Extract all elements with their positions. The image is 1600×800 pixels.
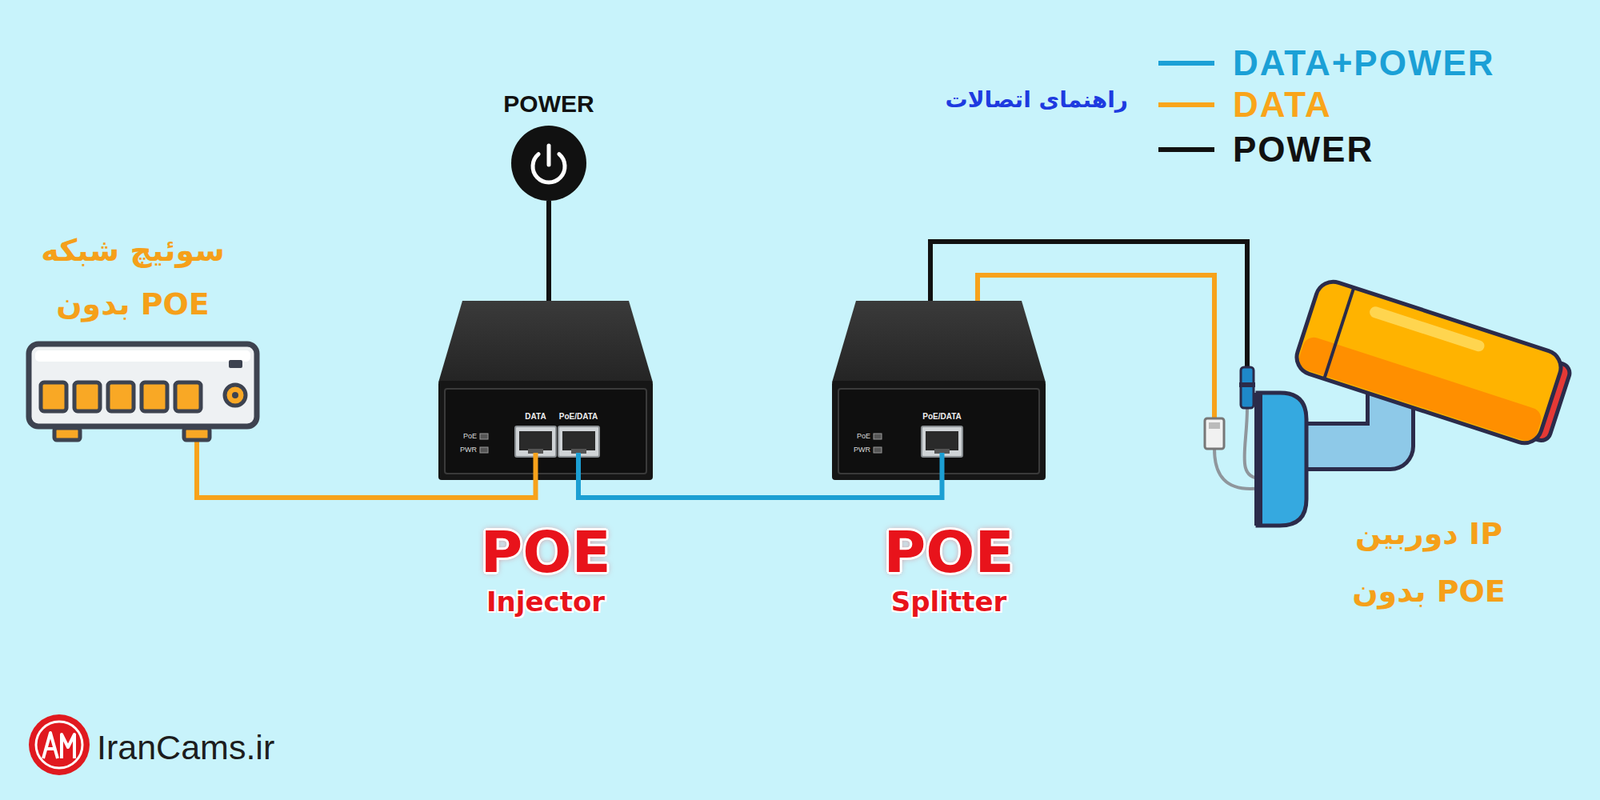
camera-illustration-part xyxy=(1208,422,1220,429)
power-source: POWER xyxy=(484,84,613,201)
switch-illustration-part xyxy=(175,382,201,412)
legend-line xyxy=(1158,42,1215,84)
injector-illustration-part xyxy=(519,431,552,451)
power-icon-part xyxy=(511,125,587,201)
logo-mark-part xyxy=(36,721,83,768)
led-label: PoE xyxy=(856,431,871,441)
switch-illustration-part xyxy=(40,382,67,412)
poe-splitter: PoE/DATAPoEPWRPOESplitter xyxy=(832,300,1046,480)
legend-row: DATA+POWER xyxy=(1158,42,1496,84)
camera-illustration-part-part xyxy=(1292,276,1565,448)
splitter-illustration-part xyxy=(925,431,959,451)
device-title: POE xyxy=(883,523,1014,581)
legend-text: DATA xyxy=(1232,84,1332,126)
switch-illustration-part xyxy=(224,384,246,406)
led-label: PWR xyxy=(460,444,477,455)
camera-illustration-part xyxy=(1212,288,1217,420)
camera-illustration-part xyxy=(1240,367,1254,408)
legend-text: DATA+POWER xyxy=(1232,42,1496,84)
splitter-illustration-part xyxy=(832,380,1046,480)
camera-illustration-part xyxy=(1244,288,1250,368)
switch-illustration-part xyxy=(28,344,257,427)
port-label: PoE/DATA xyxy=(922,412,962,422)
legend-row: POWER xyxy=(1158,128,1374,171)
power-cable xyxy=(930,241,1248,301)
legend-line xyxy=(1158,84,1215,126)
injector-illustration-part xyxy=(480,447,488,453)
switch-illustration-part xyxy=(108,382,134,412)
switch-illustration-part xyxy=(74,382,100,412)
camera-illustration-part xyxy=(1214,448,1261,489)
led-label: PWR xyxy=(853,444,871,455)
legend-text: POWER xyxy=(1232,128,1374,171)
port-label: PoE/DATA xyxy=(559,412,599,422)
legend-line xyxy=(1158,128,1215,171)
legend-line-sample xyxy=(1158,102,1215,108)
legend-line-sample xyxy=(1158,147,1215,152)
power-icon xyxy=(511,125,587,201)
injector-illustration-part xyxy=(480,433,488,440)
camera-illustration-part xyxy=(1257,392,1307,526)
port-label: DATA xyxy=(524,412,546,422)
camera-illustration-part-part xyxy=(1324,288,1354,377)
switch-illustration-part xyxy=(228,360,243,368)
legend-line-sample xyxy=(1158,60,1215,66)
watermark: IranCams.ir xyxy=(96,727,275,768)
power-label: POWER xyxy=(503,90,594,118)
legend-row: DATA xyxy=(1158,84,1332,126)
poe-injector: DATAPoE/DATAPoEPWRPOEInjector xyxy=(438,300,653,480)
switch-illustration-part xyxy=(184,428,210,440)
injector-illustration-part xyxy=(562,431,596,451)
injector-illustration-part xyxy=(438,380,653,480)
device-subtitle: Injector xyxy=(486,587,605,616)
device-label: دوربین IP بدون POE xyxy=(1349,504,1508,620)
splitter-illustration-part xyxy=(838,388,1040,474)
led-label: PoE xyxy=(463,431,477,441)
network-switch: سوئیچ شبکه بدون POE xyxy=(25,224,260,448)
switch-illustration xyxy=(28,344,257,448)
injector-illustration-part xyxy=(558,426,600,457)
splitter-illustration-part xyxy=(832,300,1046,383)
legend-heading: راهنمای اتصالات xyxy=(945,85,1128,115)
camera-illustration-part xyxy=(1292,276,1575,451)
camera-illustration-part xyxy=(1239,382,1256,388)
switch-illustration-part xyxy=(35,350,251,362)
injector-illustration-part xyxy=(576,452,581,480)
logo-mark-part xyxy=(61,734,75,759)
splitter-illustration-part xyxy=(873,433,882,440)
logo-mark xyxy=(28,714,90,776)
camera-illustration-part-part xyxy=(1292,276,1565,448)
switch-illustration-part xyxy=(141,382,168,412)
injector-illustration-part xyxy=(515,426,556,457)
injector-illustration-part xyxy=(438,300,653,383)
camera-illustration-part xyxy=(1254,392,1263,526)
poe-cable xyxy=(578,480,943,498)
splitter-illustration-part xyxy=(873,447,882,453)
camera-illustration-part xyxy=(1204,418,1224,449)
injector-illustration-part xyxy=(444,388,647,474)
logo-mark-part xyxy=(43,732,58,759)
splitter-illustration xyxy=(832,300,1046,480)
splitter-illustration-part xyxy=(940,452,945,480)
data-cable xyxy=(196,448,536,498)
power-cable xyxy=(546,200,552,301)
switch-illustration-part xyxy=(232,392,239,399)
power-icon-part xyxy=(547,145,552,165)
camera-illustration xyxy=(1204,276,1575,526)
device-title: POE xyxy=(480,523,611,581)
injector-illustration-part xyxy=(533,452,539,480)
injector-illustration xyxy=(438,300,653,480)
device-label: سوئیچ شبکه بدون POE xyxy=(38,224,228,332)
splitter-illustration-part xyxy=(921,426,963,457)
ip-camera: دوربین IP بدون POE xyxy=(1200,288,1556,608)
device-subtitle: Splitter xyxy=(891,587,1007,616)
logo-mark-part xyxy=(28,714,90,776)
data-cable xyxy=(977,275,1215,301)
switch-illustration-part xyxy=(54,428,80,440)
